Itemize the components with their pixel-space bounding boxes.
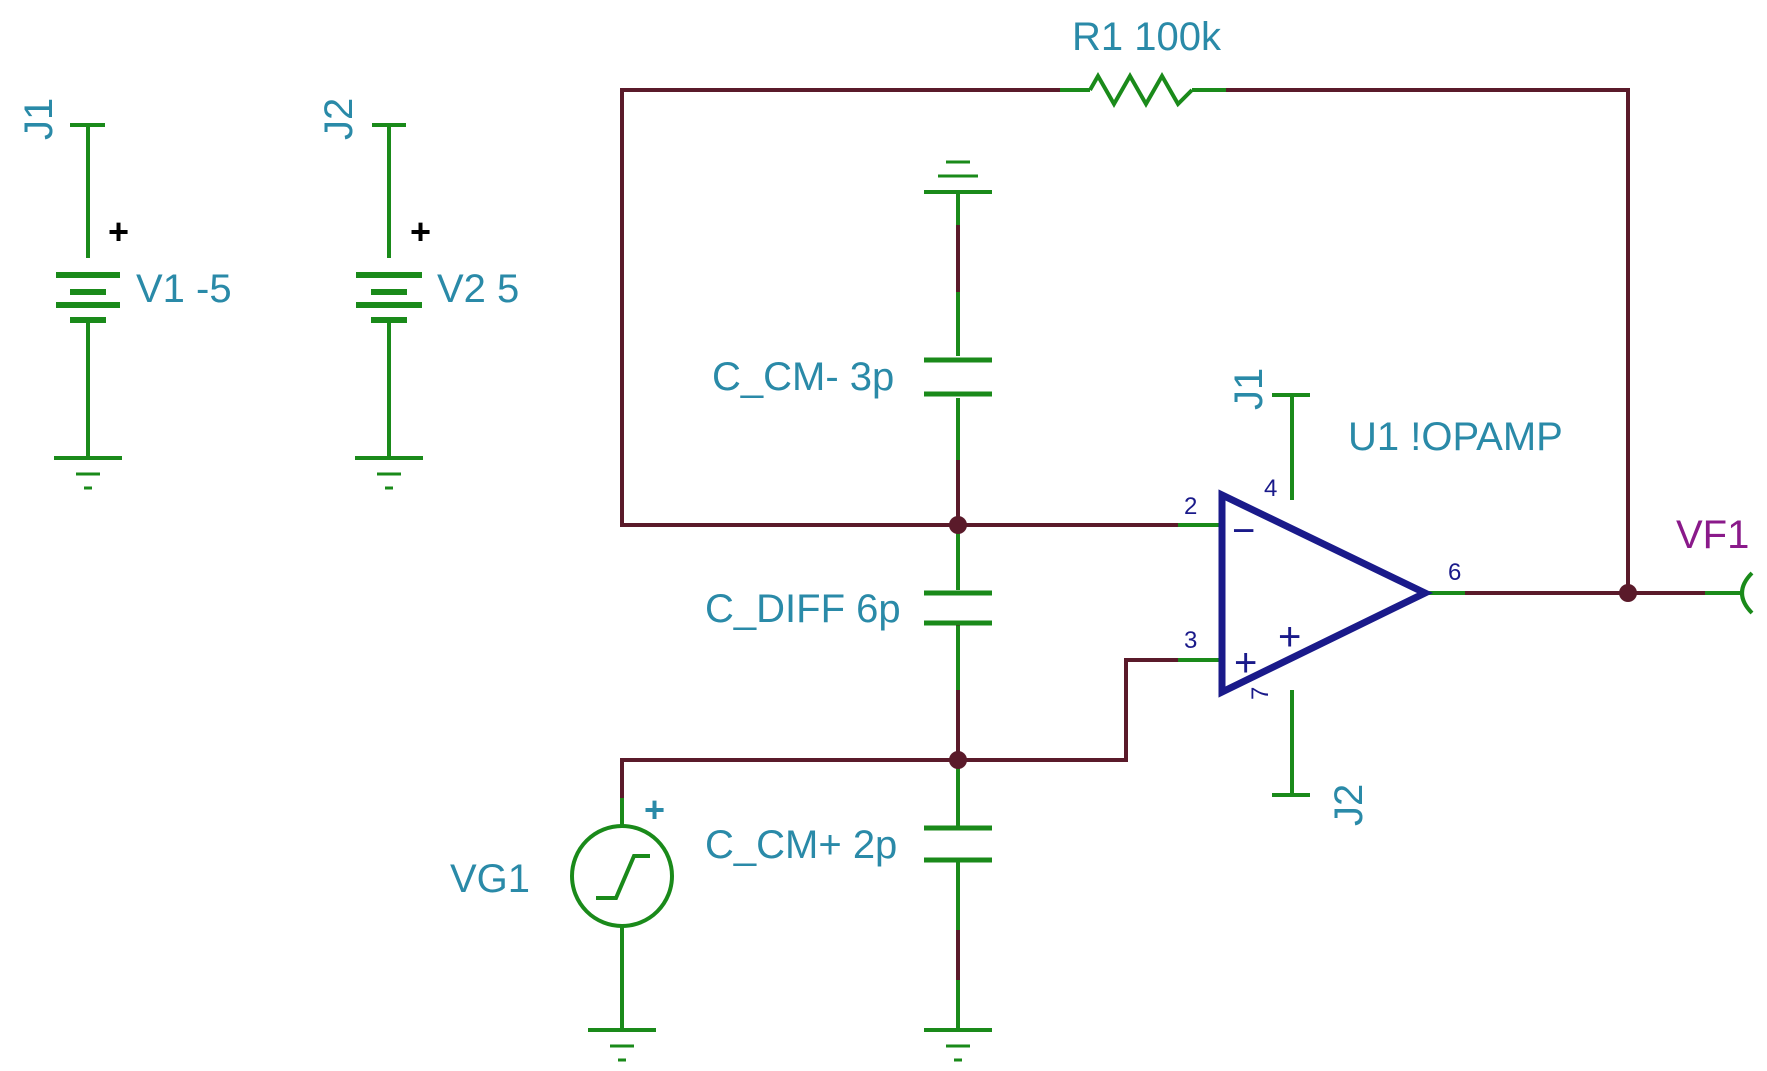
capacitor-c-diff-label: C_DIFF 6p	[705, 587, 901, 631]
capacitor-c-cm-minus-label: C_CM- 3p	[712, 355, 894, 399]
resistor-r1[interactable]: R1 100k	[1060, 15, 1226, 109]
source-vg1-circle	[570, 824, 674, 928]
capacitor-c-cm-plus[interactable]: C_CM+ 2p	[705, 765, 992, 930]
battery-v1-label: V1 -5	[136, 267, 232, 311]
battery-v2[interactable]: J2 + V2 5	[317, 98, 519, 490]
opamp-pin-vplus: 4	[1264, 475, 1277, 502]
resistor-r1-label: R1 100k	[1072, 15, 1222, 59]
battery-v2-plus-sign: +	[410, 211, 431, 252]
opamp-pin-output: 6	[1448, 559, 1461, 586]
ground-top	[924, 160, 992, 225]
opamp-pin-inverting: 2	[1184, 493, 1197, 520]
source-vg1-label: VG1	[450, 857, 530, 901]
wires	[620, 88, 1705, 1030]
capacitor-c-cm-plus-label: C_CM+ 2p	[705, 823, 897, 867]
source-vg1[interactable]: + VG1	[450, 789, 674, 975]
source-vg1-plus-sign: +	[644, 789, 665, 830]
battery-v1-plus-sign: +	[108, 211, 129, 252]
ground-capacitor	[924, 980, 992, 1062]
opamp-u1[interactable]: − + + 2 3 6 4 7 J1 J2 U1 !OPAMP	[1178, 368, 1563, 826]
junction-noninverting-node	[949, 751, 967, 769]
opamp-pin-noninverting: 3	[1184, 627, 1197, 654]
battery-v1[interactable]: J1 + V1 -5	[17, 98, 232, 490]
battery-v2-label: V2 5	[437, 267, 519, 311]
opamp-supply-bottom-label: J2	[1327, 784, 1371, 826]
battery-v2-terminal-label: J2	[317, 98, 361, 140]
ground-source	[588, 975, 656, 1062]
capacitor-c-diff[interactable]: C_DIFF 6p	[705, 530, 992, 690]
opamp-plus-sign-right: +	[1278, 615, 1301, 659]
output-vf1[interactable]: VF1	[1676, 513, 1754, 615]
junction-inverting-node	[949, 516, 967, 534]
opamp-triangle	[1218, 489, 1434, 698]
battery-v1-terminal-label: J1	[17, 98, 61, 140]
opamp-supply-top-label: J1	[1227, 368, 1271, 410]
junction-output-node	[1619, 584, 1637, 602]
output-vf1-label: VF1	[1676, 513, 1749, 557]
capacitor-c-cm-minus[interactable]: C_CM- 3p	[712, 292, 992, 460]
opamp-minus-sign: −	[1232, 509, 1255, 553]
opamp-plus-sign: +	[1234, 641, 1257, 685]
opamp-u1-label: U1 !OPAMP	[1348, 415, 1563, 459]
opamp-pin-vminus: 7	[1247, 687, 1274, 700]
